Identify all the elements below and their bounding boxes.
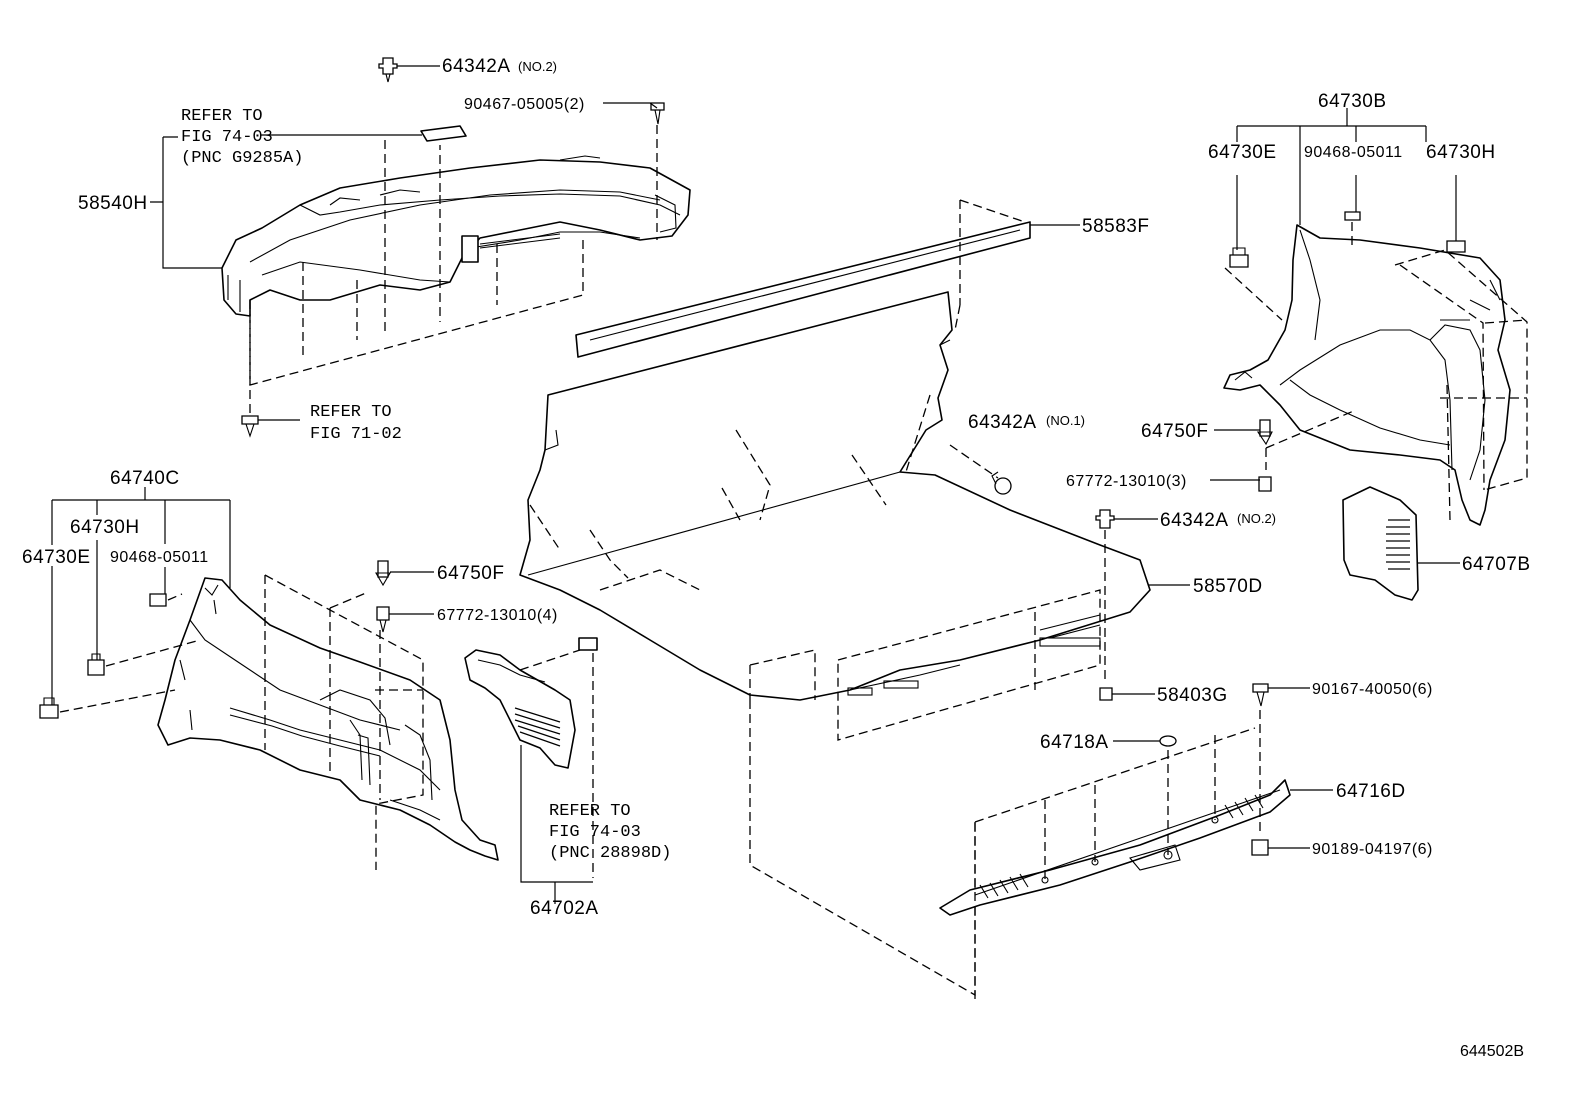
- clip-58403G: [1099, 687, 1113, 701]
- label-64342A-mid-sub: (NO.1): [1046, 413, 1085, 428]
- part-labels: 64342A (NO.2) 90467-05005(2) REFER TO FI…: [22, 56, 1531, 1060]
- label-refer-bot-2: FIG 74-03: [549, 823, 641, 842]
- label-64702A: 64702A: [530, 898, 599, 919]
- label-64750F-r: 64750F: [1141, 421, 1208, 442]
- label-64718A: 64718A: [1040, 732, 1109, 753]
- label-58583F: 58583F: [1082, 216, 1149, 237]
- label-90167: 90167-40050(6): [1312, 681, 1433, 698]
- label-64716D: 64716D: [1336, 781, 1406, 802]
- label-67772-r: 67772-13010(3): [1066, 473, 1187, 490]
- label-64750F-l: 64750F: [437, 563, 504, 584]
- label-refer-bot-3: (PNC 28898D): [549, 844, 671, 863]
- label-64342A-r: 64342A: [1160, 510, 1229, 531]
- clip-64342A-mid: [949, 444, 1012, 495]
- screw-90167: [1252, 683, 1269, 707]
- clip-64342A-r: [1095, 509, 1115, 680]
- nut-64718A: [1159, 735, 1177, 747]
- label-58403G: 58403G: [1157, 685, 1228, 706]
- right-side-trim: [1223, 222, 1528, 526]
- clip-64730E-r: [1229, 247, 1249, 268]
- clip-64750F-l: [375, 560, 391, 587]
- label-90467: 90467-05005(2): [464, 96, 585, 113]
- label-refer-bot-1: REFER TO: [549, 802, 631, 821]
- vent-hatching: [514, 707, 561, 747]
- label-64342A-top-sub: (NO.2): [518, 59, 557, 74]
- figure-id: 644502B: [1460, 1043, 1524, 1060]
- label-67772-l: 67772-13010(4): [437, 607, 558, 624]
- label-64707B: 64707B: [1462, 554, 1531, 575]
- label-64730E-r: 64730E: [1208, 142, 1277, 163]
- left-side-trim: [157, 574, 499, 870]
- label-90468-r: 90468-05011: [1304, 144, 1403, 161]
- screw-67772-l: [376, 606, 390, 633]
- label-64740C: 64740C: [110, 468, 180, 489]
- clip-64342A-top: [378, 57, 398, 83]
- label-58540H: 58540H: [78, 193, 148, 214]
- label-refer-mid-2: FIG 71-02: [310, 425, 402, 444]
- clip-90468-l: [149, 593, 183, 607]
- label-64730H-r: 64730H: [1426, 142, 1496, 163]
- sill-ridges: [979, 794, 1264, 899]
- vent-cover-64702A: [464, 637, 598, 878]
- rear-sill-plate: [939, 710, 1291, 1000]
- label-refer-mid-1: REFER TO: [310, 403, 392, 422]
- trunk-trim-strip: [575, 221, 1031, 358]
- screw-90467: [650, 102, 665, 125]
- screw-67772-r: [1258, 476, 1272, 492]
- grille-hatching: [1386, 519, 1410, 570]
- label-64730E-l: 64730E: [22, 547, 91, 568]
- label-64342A-r-sub: (NO.2): [1237, 511, 1276, 526]
- label-90468-l: 90468-05011: [110, 549, 209, 566]
- clip-refer-fig71: [241, 415, 259, 438]
- speaker-grille-cover: [1342, 486, 1419, 601]
- label-58570D: 58570D: [1193, 576, 1263, 597]
- label-90189: 90189-04197(6): [1312, 841, 1433, 858]
- clip-64730E-l: [39, 689, 176, 719]
- label-refer-top-3: (PNC G9285A): [181, 149, 303, 168]
- clip-90468-r: [1344, 211, 1361, 221]
- label-64730B: 64730B: [1318, 91, 1387, 112]
- clip-64730H-r: [1446, 240, 1466, 253]
- leader-lines: [51, 65, 1460, 904]
- label-64342A-top: 64342A: [442, 56, 511, 77]
- label-64342A-mid: 64342A: [968, 412, 1037, 433]
- clip-64750F-r: [1256, 419, 1273, 446]
- label-64730H-l: 64730H: [70, 517, 140, 538]
- label-refer-top-2: FIG 74-03: [181, 128, 273, 147]
- label-refer-top-1: REFER TO: [181, 107, 263, 126]
- screw-90189: [1251, 839, 1269, 856]
- package-tray-panel: [221, 125, 691, 415]
